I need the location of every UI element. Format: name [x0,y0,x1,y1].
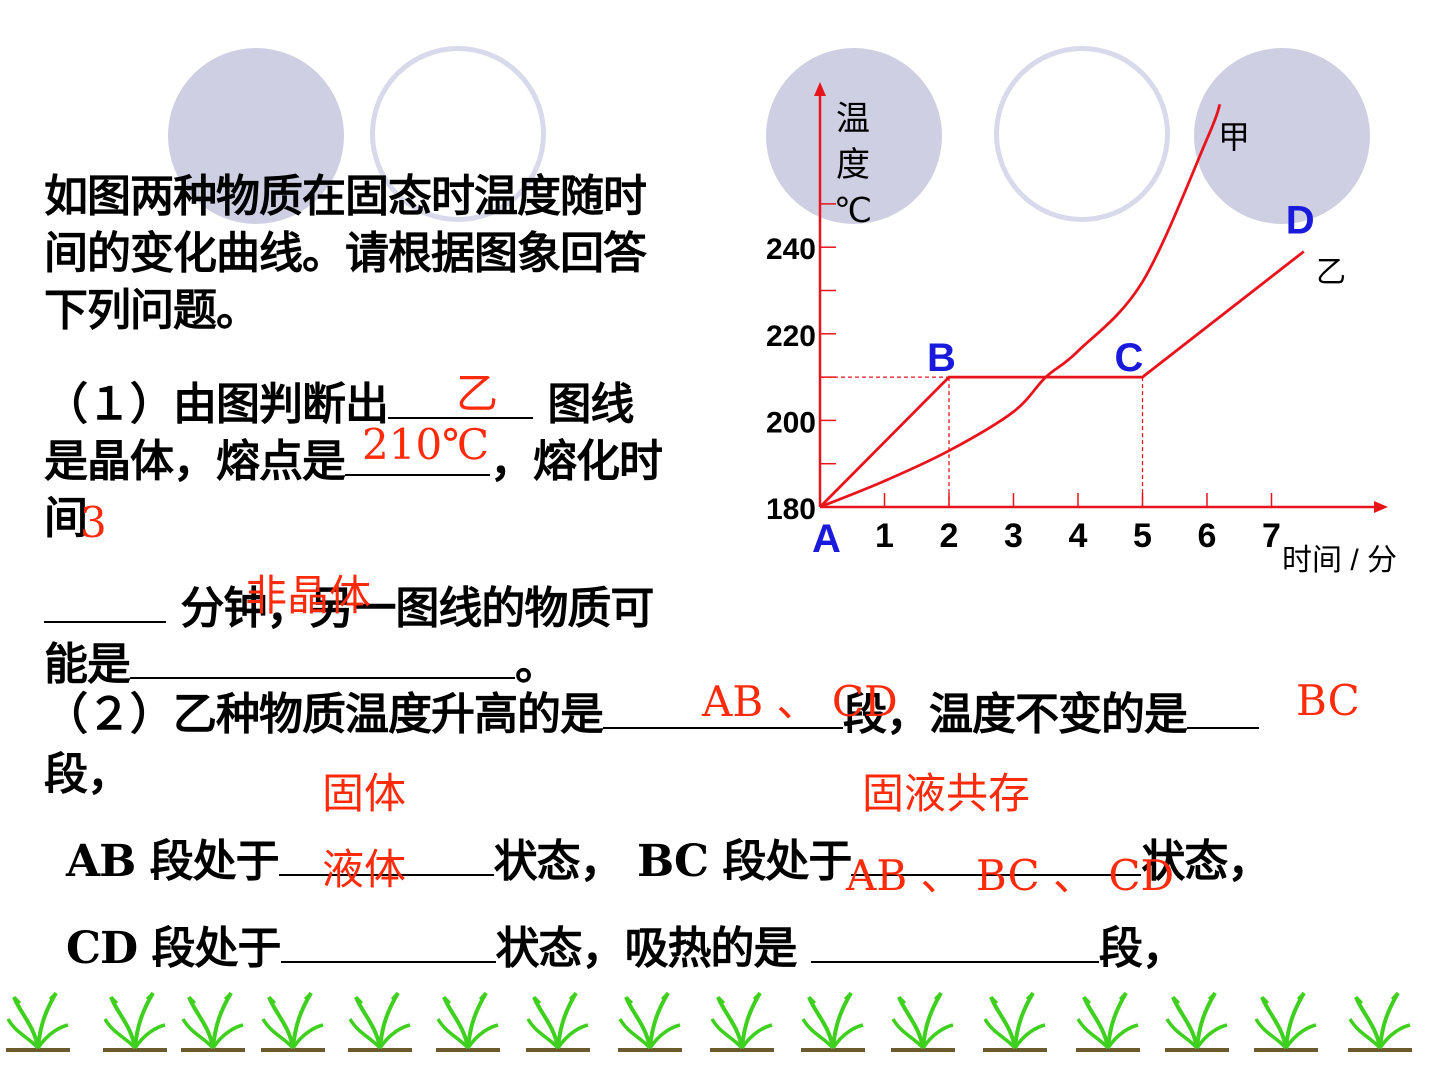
intro-line-1: 如图两种物质在固态时温度随时 [44,171,647,222]
point-label-b: B [927,336,956,380]
grass-tuft [1076,991,1140,1052]
bc-state-blank[interactable] [851,834,1142,876]
grass-tuft [1254,991,1318,1052]
crystal-blank[interactable] [388,377,533,419]
intro-line-3: 下列问题。 [44,285,260,336]
x-tick-label: 5 [1133,517,1152,555]
q2-line-1-text-b: 段，温度不变的是 [843,689,1188,740]
decor-circle-5 [1194,48,1370,224]
q2-line-1-text-a: （２）乙种物质温度升高的是 [44,689,604,740]
series-line-yi [819,250,1305,508]
ab-state-blank[interactable] [278,834,494,876]
series-line-jia [819,103,1222,509]
y-tick-label: 220 [766,320,816,353]
answer-amorphous: 非晶体 [245,571,372,620]
x-tick-label: 1 [875,517,894,555]
q2-line-3-text-c: 状态， [1141,836,1271,887]
grass-tuft [710,991,774,1052]
q1-line-1-text-a: （１）由图判断出 [44,379,389,430]
q1-line-5-text-b: 。 [515,639,559,690]
answer-constant: BC [1296,676,1360,725]
point-label-a: A [812,517,841,561]
q2-line-4-text-c: 段， [1098,923,1186,974]
grass-tuft [6,991,70,1052]
grass-tuft [983,991,1047,1052]
answer-bc-state: 固液共存 [862,769,1031,818]
y-tick-label: 200 [766,406,816,439]
decor-circle-3 [766,48,942,224]
grass-tuft [1165,991,1229,1052]
q2-line-4-text-a: CD 段处于 [66,923,281,974]
q1-line-2-text-a: 是晶体，熔点是 [44,436,346,487]
x-tick-label: 4 [1069,517,1088,555]
q1-line-1-text-b: 图线 [533,379,634,430]
x-axis-label: 时间 / 分 [1282,544,1397,577]
grass-tuft [103,991,167,1052]
q1-line-4-text: 分钟，另一图线的物质可 [180,583,654,634]
answer-heat-absorb: AB 、 BC 、 CD [846,851,1175,900]
answer-melting-point: 210℃ [362,420,490,469]
point-label-c: C [1115,336,1144,380]
rising-blank[interactable] [603,687,843,729]
q2-line-4: CD 段处于 状态，吸热的是 段， [66,912,1186,976]
grass-tuft [618,991,682,1052]
q2-line-3-text-a: AB 段处于 [66,836,280,887]
q2-line-1: （２）乙种物质温度升高的是 段，温度不变的是 [44,678,1259,742]
decor-circle-4 [994,46,1170,222]
constant-blank[interactable] [1187,687,1259,729]
x-tick-label: 2 [940,517,959,555]
q2-line-4-text-b: 状态，吸热的是 [495,923,811,974]
q1-line-5-text-a: 能是 [44,639,131,690]
grass-tuft [436,991,500,1052]
grass-tuft [181,991,245,1052]
q1-line-3: 间 [44,493,88,544]
y-tick-label: 180 [766,493,816,526]
y-axis-label-char: 度 [836,146,870,184]
y-axis-arrow [814,82,826,96]
y-axis-label-char: ℃ [834,192,872,230]
q1-line-4: 分钟，另一图线的物质可 [44,572,654,636]
series-label-jia: 甲 [1218,119,1250,155]
decor-circle-2 [370,46,546,222]
grass-border [6,991,1412,1052]
q1-line-5: 能是 。 [44,628,559,692]
answer-melting-time: 3 [80,498,107,547]
melting-point-blank[interactable] [345,434,490,476]
amorphous-blank[interactable] [130,637,515,679]
q1-line-1: （１）由图判断出 图线 [44,368,634,432]
q1-line-2-text-b: ，熔化时 [490,436,663,487]
answer-rising: AB 、 CD [702,677,898,726]
point-label-d: D [1286,199,1315,243]
grass-tuft [1348,991,1412,1052]
grass-tuft [526,991,590,1052]
x-tick-label: 6 [1198,517,1217,555]
x-axis-arrow [1374,501,1388,513]
answer-ab-state: 固体 [322,769,407,818]
y-axis-label-char: 温 [836,100,870,138]
y-tick-label: 240 [766,233,816,266]
decor-circle-1 [168,48,344,224]
grass-tuft [891,991,955,1052]
grass-tuft [801,991,865,1052]
melting-time-blank[interactable] [44,581,166,623]
answer-cd-state: 液体 [322,845,407,894]
cd-state-blank[interactable] [280,921,496,963]
grass-tuft [261,991,325,1052]
q2-line-3: AB 段处于 状态， BC 段处于 状态， [66,825,1271,889]
grass-tuft [348,991,412,1052]
answer-crystal: 乙 [456,369,499,418]
intro-line-2: 间的变化曲线。请根据图象回答 [44,228,647,279]
q2-line-3-text-b: 状态， BC 段处于 [493,836,853,887]
heat-absorb-blank[interactable] [810,921,1099,963]
x-tick-label: 7 [1262,517,1281,555]
q2-line-2: 段， [44,749,131,800]
x-tick-label: 3 [1004,517,1023,555]
series-label-yi: 乙 [1316,256,1346,289]
q1-line-2: 是晶体，熔点是 ，熔化时 [44,425,663,489]
